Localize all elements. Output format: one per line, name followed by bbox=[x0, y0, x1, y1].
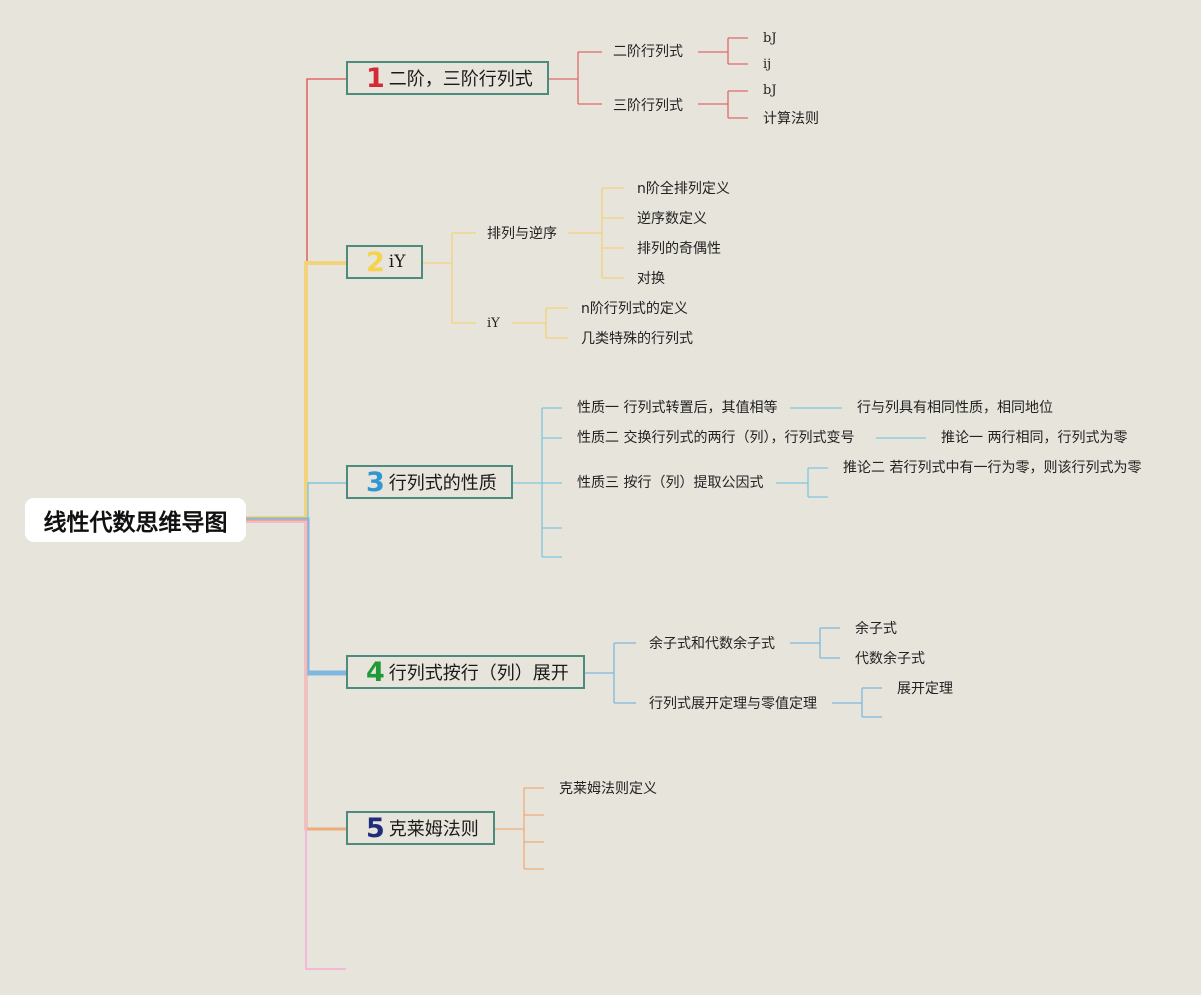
branch-number-3: 3 bbox=[366, 466, 385, 498]
node-transposition[interactable]: 对换 bbox=[637, 271, 665, 287]
node-bj-1[interactable]: bJ bbox=[763, 31, 777, 46]
branch-node-5[interactable]: 5 克莱姆法则 bbox=[346, 811, 495, 845]
branch-label-2: iY bbox=[388, 252, 406, 272]
node-row-col-same[interactable]: 行与列具有相同性质，相同地位 bbox=[857, 400, 1053, 416]
root-to-branch-3 bbox=[246, 482, 346, 520]
node-property-2[interactable]: 性质二 交换行列式的两行（列），行列式变号 bbox=[577, 430, 855, 446]
node-bj-2[interactable]: bJ bbox=[763, 83, 777, 98]
branch-node-1[interactable]: 1 二阶，三阶行列式 bbox=[346, 61, 549, 95]
branch-number-1: 1 bbox=[366, 62, 385, 94]
node-cramer-def[interactable]: 克莱姆法则定义 bbox=[559, 781, 657, 797]
node-permutation-inversion[interactable]: 排列与逆序 bbox=[487, 226, 557, 242]
branch-label-1: 二阶，三阶行列式 bbox=[388, 69, 533, 90]
branch-node-4[interactable]: 4 行列式按行（列）展开 bbox=[346, 655, 585, 689]
node-minor[interactable]: 余子式 bbox=[855, 621, 897, 637]
root-to-branch-4 bbox=[246, 517, 346, 676]
branch-node-2[interactable]: 2 iY bbox=[346, 245, 423, 279]
node-inversion-def[interactable]: 逆序数定义 bbox=[637, 211, 707, 227]
node-perm-def[interactable]: n阶全排列定义 bbox=[637, 181, 730, 197]
branch-number-2: 2 bbox=[366, 246, 385, 278]
branch-label-5: 克莱姆法则 bbox=[388, 819, 479, 840]
branch-number-4: 4 bbox=[366, 656, 385, 688]
root-node[interactable]: 线性代数思维导图 bbox=[25, 498, 246, 542]
branch-label-4: 行列式按行（列）展开 bbox=[388, 663, 569, 684]
node-special-dets[interactable]: 几类特殊的行列式 bbox=[581, 331, 693, 347]
node-expansion[interactable]: 展开定理 bbox=[897, 681, 953, 697]
node-property-3[interactable]: 性质三 按行（列）提取公因式 bbox=[577, 475, 764, 491]
node-cofactor[interactable]: 余子式和代数余子式 bbox=[649, 636, 775, 652]
node-n-order-def[interactable]: n阶行列式的定义 bbox=[581, 301, 688, 317]
root-to-branch-2 bbox=[246, 261, 346, 520]
node-corollary-1[interactable]: 推论一 两行相同，行列式为零 bbox=[941, 430, 1128, 446]
node-3rd-order-det[interactable]: 三阶行列式 bbox=[613, 98, 683, 114]
root-to-branch-extra bbox=[246, 521, 346, 970]
node-property-1[interactable]: 性质一 行列式转置后，其值相等 bbox=[577, 400, 778, 416]
root-to-branch-1 bbox=[246, 78, 346, 518]
branch-number-5: 5 bbox=[366, 812, 385, 844]
branch-label-3: 行列式的性质 bbox=[388, 473, 497, 494]
node-corollary-2[interactable]: 推论二 若行列式中有一行为零，则该行列式为零 bbox=[843, 460, 1142, 476]
node-algebraic-cofactor[interactable]: 代数余子式 bbox=[855, 651, 925, 667]
node-iy[interactable]: iY bbox=[487, 316, 500, 331]
node-perm-parity[interactable]: 排列的奇偶性 bbox=[637, 241, 721, 257]
branch-node-3[interactable]: 3 行列式的性质 bbox=[346, 465, 513, 499]
node-calc-rule[interactable]: 计算法则 bbox=[763, 111, 819, 127]
node-expansion-theorem[interactable]: 行列式展开定理与零值定理 bbox=[649, 696, 817, 712]
node-ij[interactable]: ij bbox=[763, 57, 772, 72]
node-2nd-order-det[interactable]: 二阶行列式 bbox=[613, 44, 683, 60]
